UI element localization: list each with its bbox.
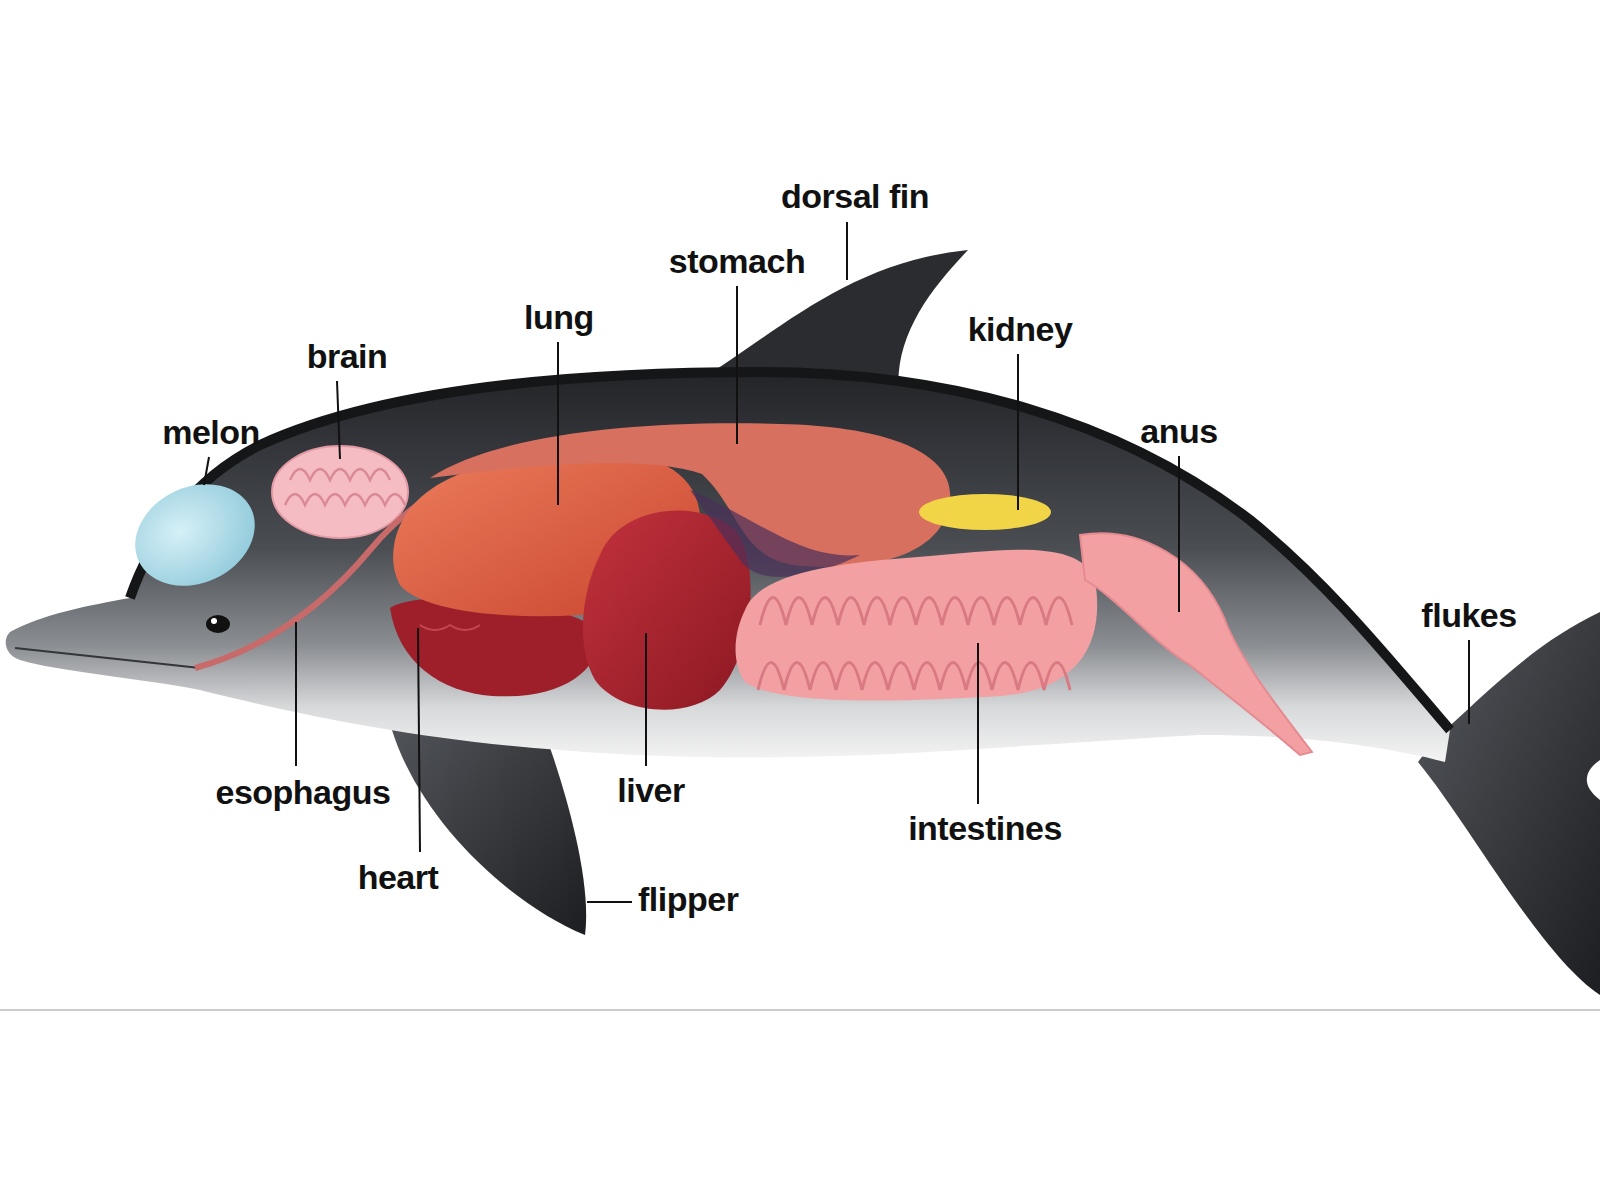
intestines-shape <box>736 550 1098 701</box>
part-label: esophagus <box>216 773 391 812</box>
intestine-loops <box>758 598 1072 691</box>
rectum-shape <box>1080 533 1312 755</box>
part-label: dorsal fin <box>781 177 929 216</box>
part-label: intestines <box>908 809 1062 848</box>
tissue-shadow <box>690 490 860 577</box>
fluke-notch <box>1587 760 1600 800</box>
brain-folds <box>285 469 405 505</box>
part-label: brain <box>307 337 388 376</box>
eye <box>206 615 230 633</box>
part-label: liver <box>617 771 684 810</box>
heart-detail <box>420 625 480 630</box>
flukes-shape <box>1418 612 1600 995</box>
part-label: stomach <box>669 242 805 281</box>
mouth-line <box>15 648 200 668</box>
part-label: flipper <box>638 880 738 919</box>
eye-highlight <box>211 618 217 624</box>
kidney-shape <box>919 494 1051 530</box>
liver-shape <box>583 511 751 710</box>
part-label: lung <box>524 298 594 337</box>
part-label: heart <box>358 858 439 897</box>
part-label: anus <box>1140 412 1217 451</box>
leader-lines <box>204 222 1469 902</box>
part-label: flukes <box>1421 596 1516 635</box>
dolphin-body <box>6 372 1450 762</box>
melon-shape <box>119 465 272 604</box>
part-label: kidney <box>968 310 1073 349</box>
bottom-rule <box>0 1009 1600 1011</box>
brain-shape <box>272 446 408 538</box>
part-label: melon <box>162 413 260 452</box>
